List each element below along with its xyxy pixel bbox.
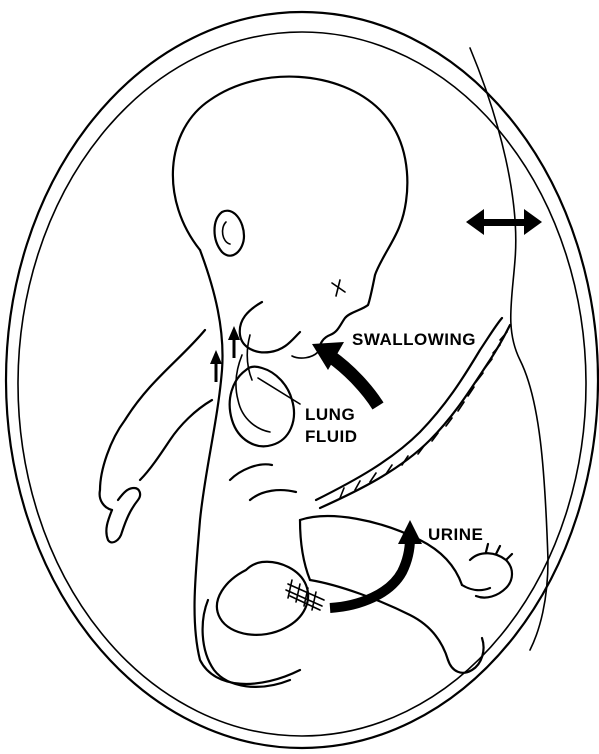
bidirectional-arrow [466, 209, 542, 235]
fetus-ear-inner [223, 222, 230, 244]
uterine-wall-outer [6, 12, 598, 748]
lung-fluid-leader [258, 378, 300, 404]
fetus-eye [332, 280, 345, 296]
fetus-ear [215, 211, 245, 256]
urine-arrow [330, 520, 422, 608]
label-fluid: FLUID [305, 427, 358, 446]
swallowing-arrow [312, 342, 378, 406]
fetus-nose-mouth [292, 352, 318, 358]
fetus-arm [100, 330, 212, 510]
label-swallowing: SWALLOWING [352, 330, 476, 349]
label-lung: LUNG [305, 405, 355, 424]
label-urine: URINE [428, 525, 483, 544]
fetus-back [195, 250, 300, 684]
fetus-buttocks [203, 600, 290, 687]
fetus-hand [106, 488, 140, 542]
lung-fluid-arrows [210, 326, 240, 382]
